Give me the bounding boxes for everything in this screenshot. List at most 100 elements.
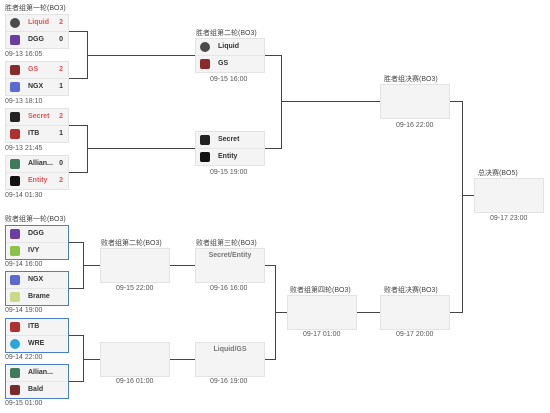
bracket-line bbox=[69, 242, 83, 243]
team-score: 1 bbox=[59, 130, 63, 137]
team-name: WRE bbox=[28, 340, 45, 347]
bracket-line bbox=[450, 312, 462, 313]
match-time: 09-15 16:00 bbox=[210, 76, 248, 83]
team-row: Brame bbox=[6, 289, 68, 306]
match-time: 09-13 18:10 bbox=[5, 98, 43, 105]
bracket-line bbox=[87, 125, 88, 173]
upper-r1-match-1[interactable]: Liquid 2 DGG 0 bbox=[5, 14, 69, 49]
liquid-logo-icon bbox=[10, 18, 20, 28]
bracket-line bbox=[87, 148, 195, 149]
match-time: 09-16 22:00 bbox=[396, 122, 434, 129]
team-row: WRE bbox=[6, 336, 68, 353]
liquid-logo-icon bbox=[200, 42, 210, 52]
bald-logo-icon bbox=[10, 385, 20, 395]
dgg-logo-icon bbox=[10, 35, 20, 45]
team-row: Secret bbox=[196, 132, 264, 149]
team-row: Entity 2 bbox=[6, 173, 68, 190]
lower-r2-match-2[interactable] bbox=[100, 342, 170, 377]
lower-r1-match-3[interactable]: ITB WRE bbox=[5, 318, 69, 353]
lower-r4-match[interactable] bbox=[287, 295, 357, 330]
lower-r1-title: 败者组第一轮(BO3) bbox=[5, 216, 66, 223]
match-time: 09-17 20:00 bbox=[396, 331, 434, 338]
team-row: Secret 2 bbox=[6, 109, 68, 126]
team-name: Allian... bbox=[28, 369, 53, 376]
dgg-logo-icon bbox=[10, 229, 20, 239]
team-score: 2 bbox=[59, 19, 63, 26]
match-time: 09-17 23:00 bbox=[490, 215, 528, 222]
match-time: 09-16 16:00 bbox=[210, 285, 248, 292]
team-name: Bald bbox=[28, 386, 44, 393]
team-name: Liquid bbox=[28, 19, 49, 26]
match-time: 09-14 19:00 bbox=[5, 307, 43, 314]
lower-r4-title: 败者组第四轮(BO3) bbox=[290, 287, 351, 294]
entity-logo-icon bbox=[10, 176, 20, 186]
lower-r3-match-1[interactable]: Secret/Entity bbox=[195, 248, 265, 283]
lower-r3-title: 败者组第三轮(BO3) bbox=[196, 240, 257, 247]
match-time: 09-13 21:45 bbox=[5, 145, 43, 152]
bracket-line bbox=[69, 31, 87, 32]
team-name: Liquid bbox=[218, 43, 239, 50]
team-row: NGX bbox=[6, 272, 68, 289]
lower-r2-match-1[interactable] bbox=[100, 248, 170, 283]
match-time: 09-17 01:00 bbox=[303, 331, 341, 338]
bracket-line bbox=[69, 288, 83, 289]
team-name: NGX bbox=[28, 83, 44, 90]
grand-final-title: 总决赛(BO5) bbox=[478, 170, 518, 177]
lower-r3-match-2[interactable]: Liquid/GS bbox=[195, 342, 265, 377]
ngx-logo-icon bbox=[10, 82, 20, 92]
bracket-line bbox=[83, 359, 100, 360]
match-teams-label: Secret/Entity bbox=[208, 252, 252, 259]
team-row: NGX 1 bbox=[6, 79, 68, 96]
upper-r2-match-2[interactable]: Secret Entity bbox=[195, 131, 265, 166]
upper-r1-match-3[interactable]: Secret 2 ITB 1 bbox=[5, 108, 69, 143]
ivy-logo-icon bbox=[10, 246, 20, 256]
bracket-line bbox=[83, 265, 100, 266]
team-name: ITB bbox=[28, 323, 40, 330]
team-name: DGG bbox=[28, 36, 44, 43]
match-time: 09-14 01:30 bbox=[5, 192, 43, 199]
team-row: ITB bbox=[6, 319, 68, 336]
secret-logo-icon bbox=[10, 112, 20, 122]
team-row: IVY bbox=[6, 243, 68, 260]
upper-r2-title: 胜者组第二轮(BO3) bbox=[196, 30, 257, 37]
bracket-line bbox=[357, 312, 380, 313]
lower-final-title: 败者组决赛(BO3) bbox=[384, 287, 438, 294]
team-row: ITB 1 bbox=[6, 126, 68, 143]
lower-r2-title: 败者组第二轮(BO3) bbox=[101, 240, 162, 247]
bracket-line bbox=[450, 101, 462, 102]
bracket-line bbox=[281, 55, 282, 149]
bracket-line bbox=[462, 101, 463, 313]
team-score: 1 bbox=[59, 83, 63, 90]
match-time: 09-16 01:00 bbox=[116, 378, 154, 385]
team-row: Liquid 2 bbox=[6, 15, 68, 32]
bracket-line bbox=[69, 172, 87, 173]
team-row: Allian... 0 bbox=[6, 156, 68, 173]
itb-logo-icon bbox=[10, 322, 20, 332]
match-time: 09-14 16:00 bbox=[5, 261, 43, 268]
upper-r1-match-2[interactable]: GS 2 NGX 1 bbox=[5, 61, 69, 96]
entity-logo-icon bbox=[200, 152, 210, 162]
lower-r1-match-2[interactable]: NGX Brame bbox=[5, 271, 69, 306]
lower-final-match[interactable] bbox=[380, 295, 450, 330]
match-time: 09-16 19:00 bbox=[210, 378, 248, 385]
upper-r2-match-1[interactable]: Liquid GS bbox=[195, 38, 265, 73]
grand-final-match[interactable] bbox=[474, 178, 544, 213]
upper-r1-match-4[interactable]: Allian... 0 Entity 2 bbox=[5, 155, 69, 190]
upper-final-match[interactable] bbox=[380, 84, 450, 119]
brame-logo-icon bbox=[10, 292, 20, 302]
team-name: Brame bbox=[28, 293, 50, 300]
team-name: Entity bbox=[218, 153, 238, 160]
team-name: DGG bbox=[28, 230, 44, 237]
bracket-line bbox=[265, 148, 281, 149]
team-name: GS bbox=[218, 60, 229, 67]
team-row: Bald bbox=[6, 382, 68, 399]
lower-r1-match-1[interactable]: DGG IVY bbox=[5, 225, 69, 260]
itb-logo-icon bbox=[10, 129, 20, 139]
team-name: GS bbox=[28, 66, 39, 73]
match-time: 09-15 22:00 bbox=[116, 285, 154, 292]
lower-r1-match-4[interactable]: Allian... Bald bbox=[5, 364, 69, 399]
bracket-line bbox=[170, 265, 195, 266]
bracket-line bbox=[265, 265, 275, 266]
match-time: 09-15 01:00 bbox=[5, 400, 43, 407]
bracket-line bbox=[281, 101, 380, 102]
